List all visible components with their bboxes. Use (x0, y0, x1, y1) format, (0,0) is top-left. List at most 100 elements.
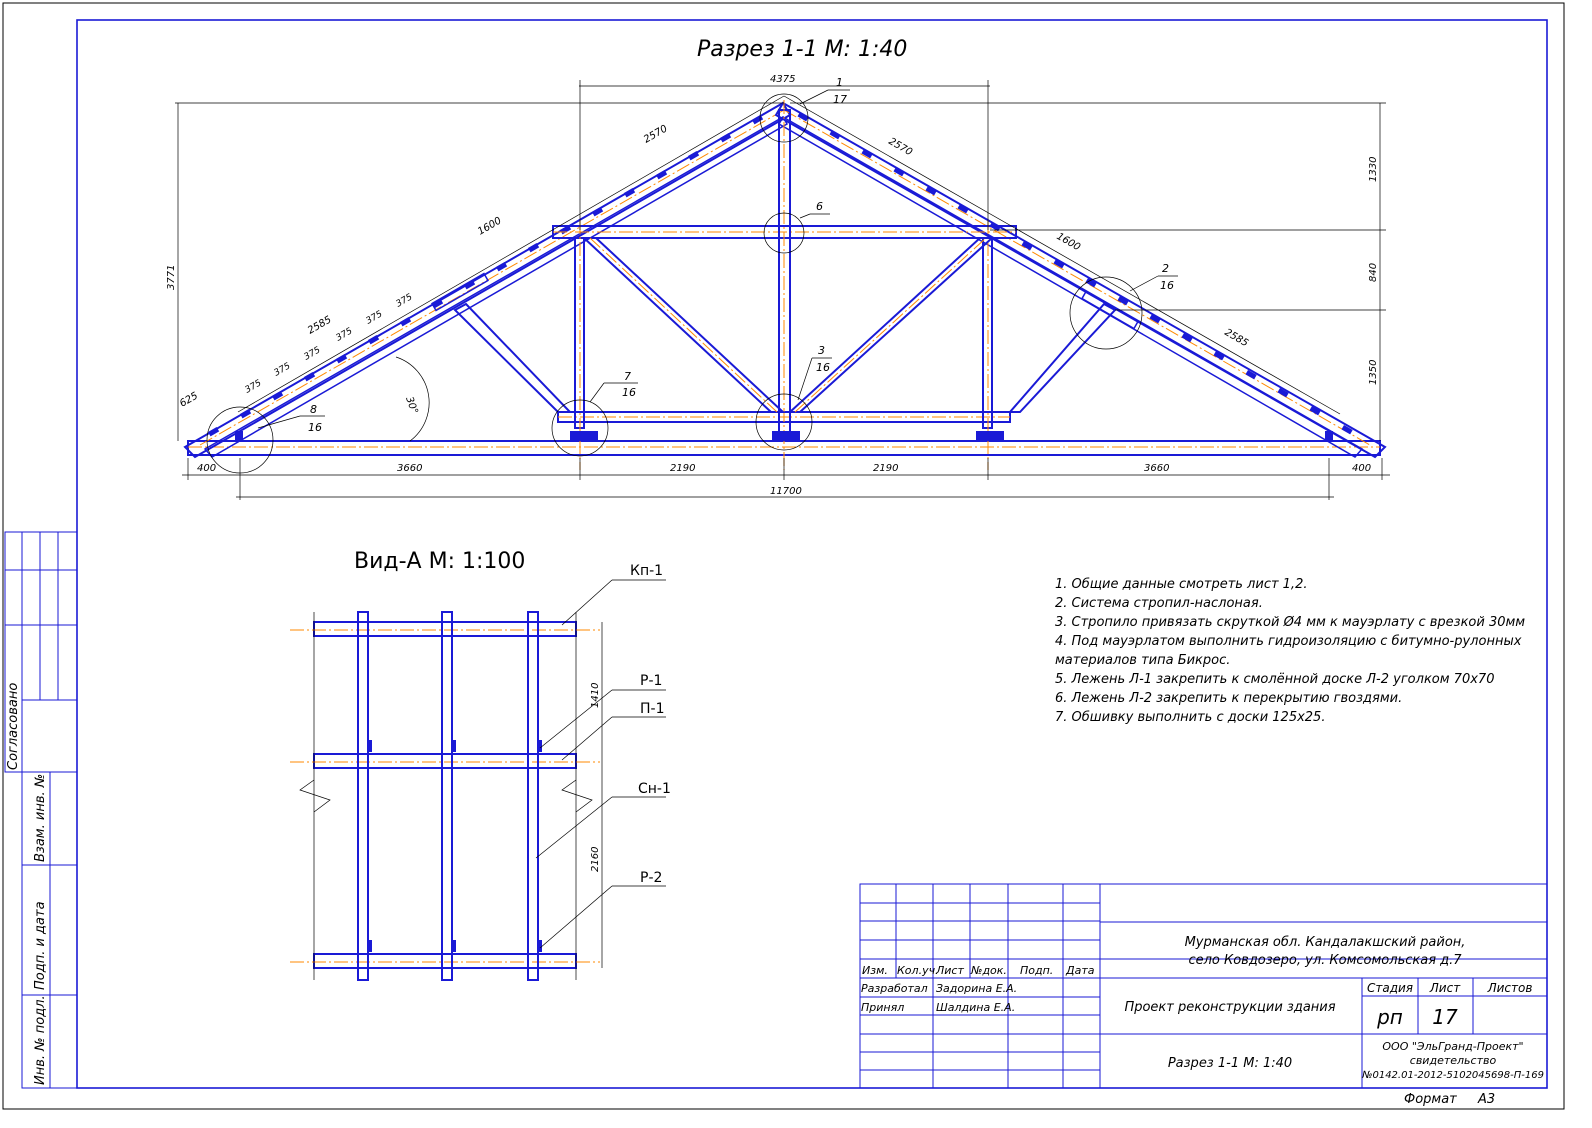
role-accepted: Принял (861, 1001, 904, 1014)
label-kp1: Кп-1 (630, 563, 663, 579)
dim-slope-left-1: 2570 (642, 123, 670, 145)
drawing-name: Разрез 1-1 М: 1:40 (1168, 1056, 1292, 1071)
callout-2-sheet: 16 (1160, 279, 1174, 292)
dim-view-1: 1410 (590, 683, 601, 708)
sheets-header: Листов (1487, 981, 1533, 995)
callout-7-num: 7 (624, 370, 631, 383)
agreed-label: Согласовано (6, 683, 21, 770)
note-6: 6. Лежень Л-2 закрепить к перекрытию гво… (1055, 691, 1402, 706)
outer-border (2, 2, 1565, 1110)
inv-orig-label: Инв. № подл. (33, 995, 48, 1085)
side-stamp: Согласовано Взам. инв. № Подп. и дата Ин… (4, 531, 78, 1089)
address-line-2: село Ковдозеро, ул. Комсомольская д.7 (1188, 953, 1462, 968)
dim-view-2: 2160 (590, 847, 601, 872)
callout-8-num: 8 (310, 403, 317, 416)
title-block: Изм. Кол.уч. Лист №док. Подп. Дата Разра… (859, 883, 1548, 1107)
view-a: 1410 2160 Кп-1 Р-1 П-1 Сн-1 Р-2 (290, 563, 671, 981)
dim-slope-right-1: 2570 (887, 136, 915, 158)
detail-circle-3 (755, 393, 813, 451)
label-sn1: Сн-1 (638, 781, 671, 797)
dim-slope-left-3: 2585 (306, 314, 334, 336)
col-data: Дата (1065, 964, 1095, 977)
dim-total-span: 11700 (770, 486, 802, 497)
dim-span-3: 2190 (670, 463, 695, 474)
name-accepted: Шалдина Е.А. (936, 1001, 1015, 1014)
dim-slope-left-4: 625 (178, 391, 200, 410)
truss-section (183, 93, 1387, 474)
callout-3-sheet: 16 (816, 361, 830, 374)
section-title: Разрез 1-1 М: 1:40 (697, 37, 907, 62)
view-title: Вид-А М: 1:100 (354, 549, 525, 574)
note-4: 4. Под мауэрлатом выполнить гидроизоляци… (1055, 634, 1522, 649)
dim-batten-2: 375 (273, 361, 293, 378)
callout-3-num: 3 (818, 344, 825, 357)
strut-right (1007, 302, 1117, 413)
callout-8-sheet: 16 (308, 421, 322, 434)
sign-date-label: Подп. и дата (33, 901, 48, 990)
callout-2-num: 2 (1162, 262, 1169, 275)
strut-left (453, 302, 573, 413)
roof-battens (208, 112, 1353, 437)
sheet-header: Лист (1429, 981, 1461, 995)
dim-height-3: 1350 (1368, 360, 1379, 385)
address-line-1: Мурманская обл. Кандалакшский район, (1185, 935, 1466, 950)
company-line-1: ООО "ЭльГранд-Проект" (1382, 1040, 1523, 1053)
detail-circle-1 (759, 93, 809, 143)
name-developed: Задорина Е.А. (936, 982, 1017, 995)
notes: 1. Общие данные смотреть лист 1,2. 2. Си… (1055, 577, 1525, 725)
dim-span-6: 400 (1352, 463, 1371, 474)
dim-batten-4: 375 (335, 326, 355, 343)
col-izm: Изм. (862, 964, 888, 977)
dim-batten-3: 375 (303, 345, 323, 362)
detail-circle-7 (551, 399, 609, 457)
stage-header: Стадия (1367, 981, 1413, 995)
note-4b: материалов типа Бикрос. (1055, 653, 1230, 668)
col-ndok: №док. (970, 964, 1007, 977)
stage-value: рп (1376, 1005, 1403, 1029)
dim-slope-left-2: 1600 (476, 215, 504, 237)
inv-vzam-label: Взам. инв. № (33, 774, 48, 862)
callout-6-num: 6 (816, 200, 823, 213)
dim-slope-right-2: 1600 (1055, 231, 1083, 253)
dim-total-height: 3771 (166, 265, 177, 290)
dim-angle: 30° (403, 395, 419, 415)
note-7: 7. Обшивку выполнить с доски 125х25. (1055, 710, 1325, 725)
label-r1: Р-1 (640, 673, 662, 689)
dim-slope-right-3: 2585 (1223, 327, 1251, 349)
detail-circle-2 (1069, 276, 1143, 350)
format-value: А3 (1477, 1092, 1495, 1107)
dim-span-2: 3660 (397, 463, 422, 474)
sheet-value: 17 (1432, 1005, 1458, 1029)
dim-batten-1: 375 (244, 378, 264, 395)
company-line-2: свидетельство (1410, 1054, 1497, 1067)
detail-circle-6 (763, 212, 805, 254)
diagonal-2 (787, 237, 995, 413)
callout-7-sheet: 16 (622, 386, 636, 399)
dim-span-1: 400 (197, 463, 216, 474)
format-label: Формат (1404, 1092, 1457, 1107)
dim-span-4: 2190 (873, 463, 898, 474)
dim-batten-5: 375 (365, 309, 385, 326)
col-podp: Подп. (1020, 964, 1053, 977)
note-2: 2. Система стропил-наслоная. (1055, 596, 1263, 611)
dim-height-1: 1330 (1368, 157, 1379, 182)
label-r2: Р-2 (640, 870, 662, 886)
dim-height-2: 840 (1368, 263, 1379, 282)
drawing-frame (76, 19, 1548, 1089)
note-3: 3. Стропило привязать скруткой Ø4 мм к м… (1055, 615, 1525, 630)
company-line-3: №0142.01-2012-5102045698-П-169 (1361, 1070, 1544, 1081)
label-p1: П-1 (640, 701, 665, 717)
diagonal-1 (581, 237, 786, 413)
col-kolich: Кол.уч. (897, 964, 939, 977)
role-developed: Разработал (861, 982, 928, 995)
callout-1-num: 1 (836, 76, 843, 89)
note-1: 1. Общие данные смотреть лист 1,2. (1055, 577, 1307, 592)
col-list: Лист (935, 964, 964, 977)
callouts: 1 17 2 16 3 16 6 7 16 8 16 (257, 76, 1178, 434)
callout-1-sheet: 17 (833, 93, 847, 106)
dim-top-offset: 4375 (770, 74, 795, 85)
project-name: Проект реконструкции здания (1124, 1000, 1335, 1015)
dim-span-5: 3660 (1144, 463, 1169, 474)
dim-batten-6: 375 (395, 292, 415, 309)
